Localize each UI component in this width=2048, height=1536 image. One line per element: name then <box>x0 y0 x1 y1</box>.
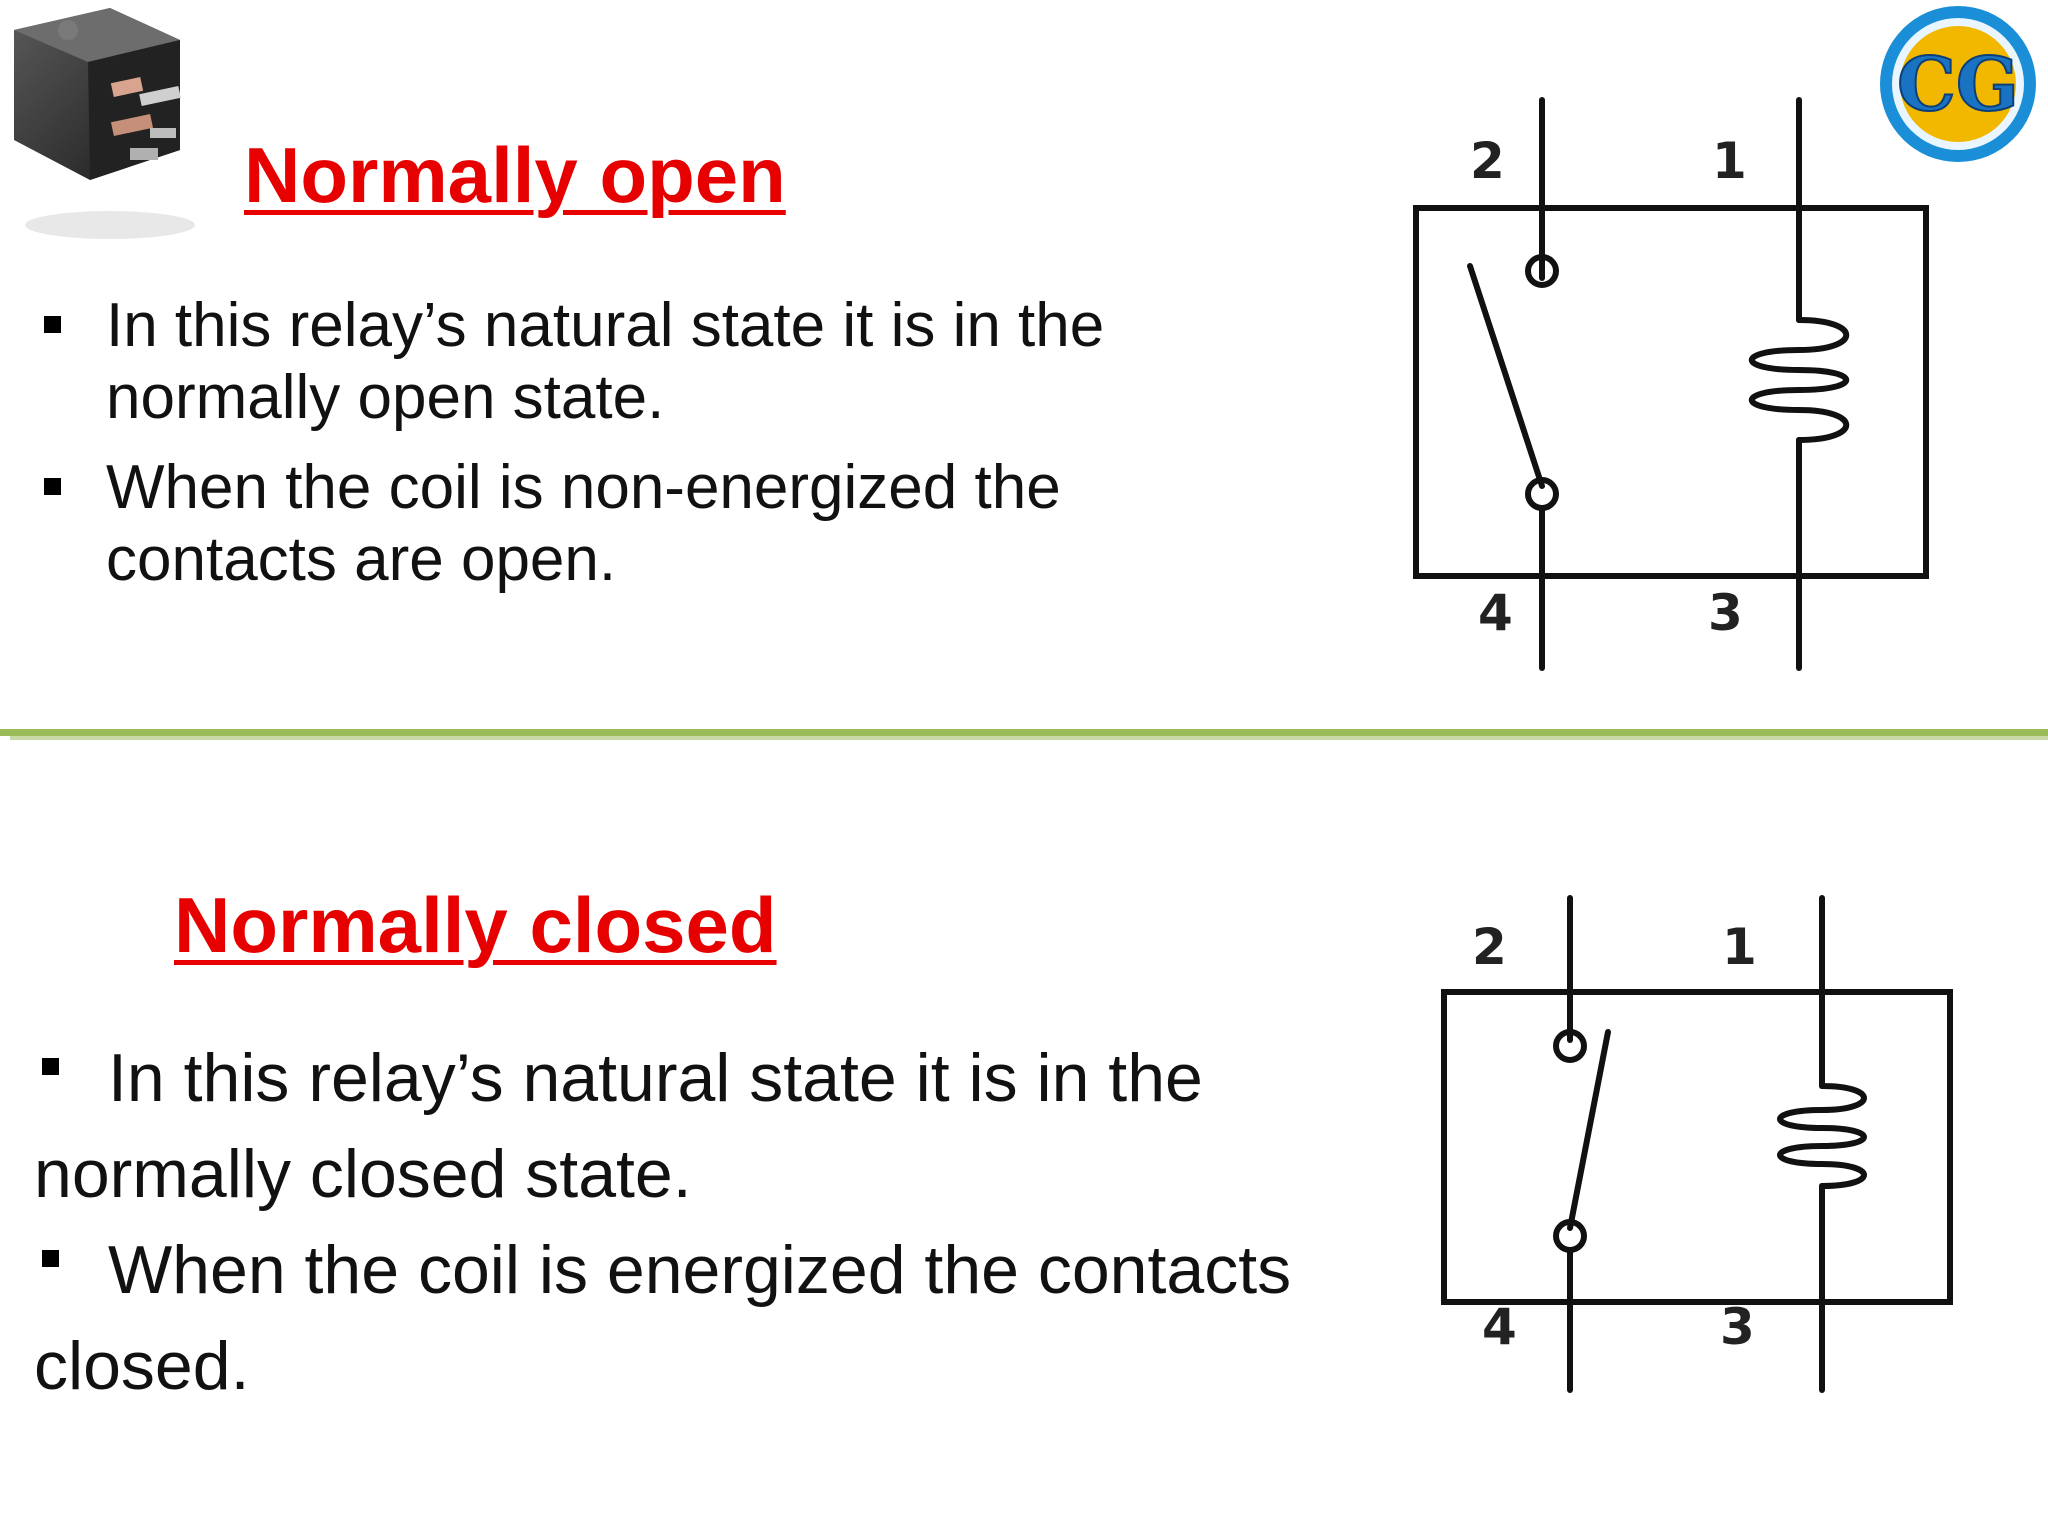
bullet-square-icon <box>44 316 61 333</box>
pin-label-3: 3 <box>1708 584 1743 642</box>
contact-terminal-top <box>1553 1029 1587 1063</box>
bullet-square-icon <box>44 478 61 495</box>
bullet-text: When the coil is non-energized the conta… <box>106 453 1061 594</box>
pin-label-1: 1 <box>1712 132 1747 190</box>
pin-label-2: 2 <box>1472 918 1507 976</box>
pin-label-2: 2 <box>1470 132 1505 190</box>
list-item: In this relay’s natural state it is in t… <box>0 290 1280 434</box>
switch-arm-closed <box>1567 1029 1611 1231</box>
pin-label-3: 3 <box>1720 1298 1755 1356</box>
list-item: In this relay’s natural state it is in t… <box>0 1030 1400 1222</box>
bullet-list-normally-closed: In this relay’s natural state it is in t… <box>0 1030 1400 1414</box>
relay-diagram-normally-open: 2 1 4 3 <box>1413 97 1929 671</box>
logo-letters: CG <box>1897 42 2019 128</box>
bullet-text: In this relay’s natural state it is in t… <box>34 1040 1203 1212</box>
relay-housing <box>1413 205 1929 579</box>
relay-photo-icon <box>14 8 195 239</box>
channel-logo-icon: CG <box>1880 6 2036 162</box>
pin-label-1: 1 <box>1722 918 1757 976</box>
list-item: When the coil is energized the contacts … <box>0 1222 1400 1414</box>
relay-diagram-normally-closed: 2 1 4 3 <box>1441 895 1953 1393</box>
bullet-list-normally-open: In this relay’s natural state it is in t… <box>0 290 1280 614</box>
relay-coil <box>1749 317 1849 443</box>
contact-terminal-top <box>1525 254 1559 288</box>
bullet-square-icon <box>42 1250 59 1267</box>
title-normally-closed: Normally closed <box>174 881 777 969</box>
pin-label-4: 4 <box>1482 1298 1517 1356</box>
switch-arm-open <box>1467 263 1545 489</box>
section-divider <box>0 729 2048 740</box>
pin-label-4: 4 <box>1478 584 1513 642</box>
bullet-text: In this relay’s natural state it is in t… <box>106 291 1105 432</box>
relay-coil <box>1777 1083 1867 1189</box>
bullet-square-icon <box>42 1058 59 1075</box>
list-item: When the coil is non-energized the conta… <box>0 452 1280 596</box>
title-normally-open: Normally open <box>244 131 786 219</box>
relay-housing <box>1441 989 1953 1305</box>
bullet-text: When the coil is energized the contacts … <box>34 1232 1292 1404</box>
